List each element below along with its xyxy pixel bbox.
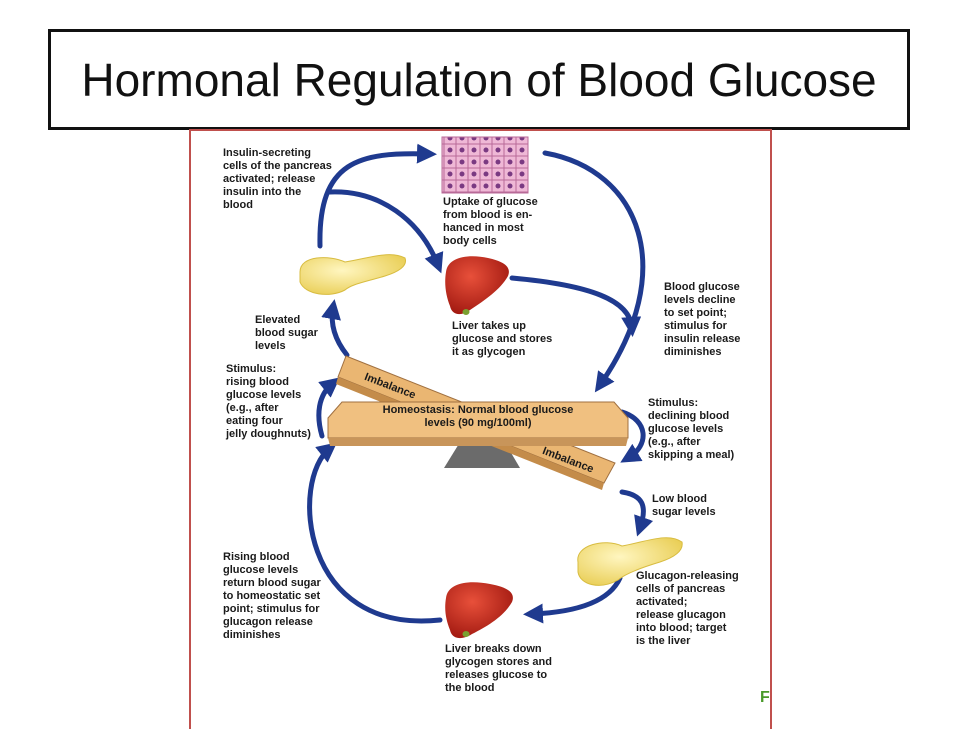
arrow-liver-to-decline (509, 275, 642, 337)
pancreas-top-icon (299, 254, 407, 295)
arrow-cells-to-decline (542, 150, 646, 393)
liver-breaks-label: Liver breaks down glycogen stores and re… (445, 643, 552, 694)
body-cells-icon (441, 136, 529, 194)
arrow-stimulus-rising (316, 377, 341, 439)
arrows (307, 143, 654, 624)
stimulus-declining-label: Stimulus: declining blood glucose levels… (648, 397, 735, 461)
glucagon-cells-label: Glucagon-releasing cells of pancreas act… (636, 570, 739, 647)
arrow-pancreas-to-cells (317, 143, 437, 249)
arrow-pancreas-to-liver (327, 189, 444, 274)
rising-return-label: Rising blood glucose levels return blood… (223, 551, 321, 641)
arrow-elevated-to-pancreas (321, 299, 350, 358)
corner-letter: F (760, 689, 770, 706)
arrow-stimulus-declining (619, 409, 646, 463)
liver-top-icon (445, 256, 509, 315)
low-sugar-label: Low blood sugar levels (652, 493, 716, 518)
pancreas-bottom-icon (577, 537, 683, 586)
liver-stores-label: Liver takes up glucose and stores it as … (452, 320, 553, 358)
arrow-pancreas-to-liver-bottom (523, 575, 623, 624)
elevated-label: Elevated blood sugar levels (255, 314, 318, 352)
arrow-liver-to-rising (307, 442, 443, 624)
seesaw-homeostasis-beam (327, 401, 629, 446)
liver-bottom-icon (445, 582, 513, 639)
decline-label: Blood glucose levels decline to set poin… (664, 281, 741, 358)
homeostasis-label: Homeostasis: Normal blood glucose levels… (382, 404, 574, 429)
arrow-to-low (619, 489, 654, 537)
page-title: Hormonal Regulation of Blood Glucose (81, 53, 877, 106)
insulin-cells-label: Insulin-secreting cells of the pancreas … (223, 147, 332, 211)
stimulus-rising-label: Stimulus: rising blood glucose levels (e… (226, 363, 311, 440)
title-box: Hormonal Regulation of Blood Glucose (48, 29, 910, 130)
uptake-label: Uptake of glucose from blood is en- hanc… (443, 196, 538, 247)
